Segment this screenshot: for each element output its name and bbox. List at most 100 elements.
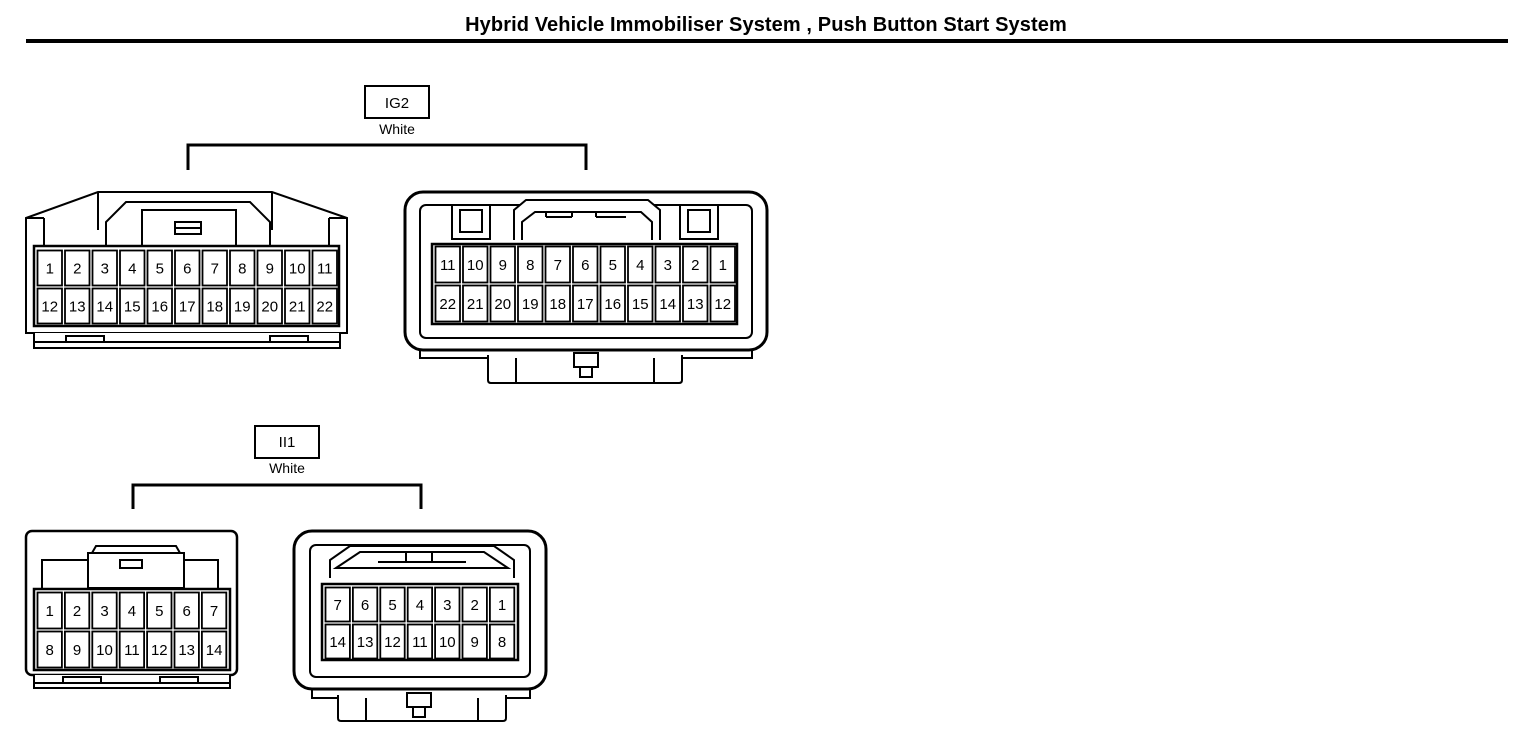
connector-ig2-left-pin-label: 21 xyxy=(289,299,306,316)
connector-ii1-left-pin-cell xyxy=(173,591,200,630)
connector-ig2-right-pin-label: 18 xyxy=(549,296,566,313)
connector-ii1-left-pin-cell xyxy=(200,591,228,630)
connector-ii1-left-pin-cell xyxy=(200,630,228,669)
connector-ig2-right-pin-cell xyxy=(517,245,544,284)
connector-ii1-right-pin-label: 10 xyxy=(439,634,456,651)
connector-ig2-left-pin-label: 11 xyxy=(317,261,333,278)
connector-ii1-left-pin-cell xyxy=(118,630,145,669)
connector-ii1-left-pin-label: 12 xyxy=(151,642,168,659)
connector-ii1-right-pin-label: 1 xyxy=(498,597,506,614)
connector-ii1-left-pin-cell xyxy=(91,630,118,669)
connector-ii1-left-pin-cell xyxy=(146,591,173,630)
connector-ii1-bracket xyxy=(131,483,423,509)
connector-ii1-left-pin-label: 2 xyxy=(73,603,81,620)
connector-ig2-left-pin-cell xyxy=(36,249,63,287)
connector-ii1-left-pin-cell xyxy=(118,591,145,630)
connector-ig2-left-pin-cell xyxy=(256,249,283,287)
connector-ig2-left-pin-cell xyxy=(119,287,146,325)
connector-ii1-color: White xyxy=(269,460,305,476)
connector-ig2-right-pin-cell xyxy=(434,245,461,284)
connector-ii1-right-pin-label: 3 xyxy=(443,597,451,614)
connector-ig2-left-pin-cell xyxy=(64,249,91,287)
connector-ii1-right-pin-cell xyxy=(434,623,461,660)
connector-ii1-right-pin-cell xyxy=(434,586,461,623)
connector-ii1-right-pin-cell xyxy=(461,586,488,623)
connector-ig2-right-pin-cell xyxy=(462,284,489,323)
connector-ig2-left-pin-label: 19 xyxy=(234,299,251,316)
connector-ig2-right-pin-cell xyxy=(572,284,599,323)
connector-ig2-color: White xyxy=(379,121,415,137)
connector-ii1-left-pin-cell xyxy=(64,591,91,630)
connector-ig2-left-pin-label: 22 xyxy=(316,299,333,316)
connector-ig2-left-pin-cell xyxy=(311,287,338,325)
connector-ig2-right-pin-label: 5 xyxy=(609,257,617,274)
connector-ii1-right-pin-label: 13 xyxy=(357,634,374,651)
connector-ii1-left-pin-cell xyxy=(91,591,118,630)
connector-ig2-left-pin-label: 9 xyxy=(266,261,274,278)
connector-ii1-left-pin-label: 6 xyxy=(183,603,191,620)
connector-ii1-right-pin-cell xyxy=(406,586,434,623)
connector-ig2-right-pin-label: 17 xyxy=(577,296,594,313)
connector-ig2-right-pin-label: 3 xyxy=(664,257,672,274)
connector-ig2-right-pin-cell xyxy=(462,245,489,284)
connector-ig2-right-pin-cell xyxy=(544,284,571,323)
connector-ii1-left-pin-label: 13 xyxy=(178,642,195,659)
connector-ii1-right-pin-label: 2 xyxy=(471,597,479,614)
connector-ig2-left-pin-cell xyxy=(256,287,283,325)
connector-ig2-label-box xyxy=(364,85,430,119)
title-rule xyxy=(26,39,1508,43)
connector-ii1-right-pin-cell xyxy=(488,586,516,623)
connector-ig2-right-pin-label: 22 xyxy=(439,296,456,313)
connector-ig2-left-pin-cell xyxy=(91,249,118,287)
connector-ii1-right-pin-label: 14 xyxy=(329,634,346,651)
connector-ii1-left-pin-label: 3 xyxy=(100,603,108,620)
connector-ii1-right-pin-cell xyxy=(379,623,406,660)
connector-ig2-right-pin-cell xyxy=(709,245,736,284)
connector-ig2-bracket xyxy=(186,143,588,170)
connector-ig2-right-pin-label: 10 xyxy=(467,257,484,274)
connector-ig2-left-pin-label: 10 xyxy=(289,261,306,278)
connector-ii1-right-pin-label: 12 xyxy=(384,634,401,651)
connector-ig2-right-pin-cell xyxy=(654,245,681,284)
connector-ig2-right-pin-cell xyxy=(599,245,626,284)
connector-ig2-right-pin-cell xyxy=(599,284,626,323)
connector-ig2-right-pin-label: 21 xyxy=(467,296,484,313)
connector-ii1-right-pin-label: 5 xyxy=(388,597,396,614)
connector-ig2-right-pin-cell xyxy=(682,245,709,284)
connector-ii1-left-pin-label: 9 xyxy=(73,642,81,659)
connector-ig2-right-pin-cell xyxy=(489,245,516,284)
connector-ig2-left-pin-label: 3 xyxy=(101,261,109,278)
connector-ig2-right-pin-label: 20 xyxy=(494,296,511,313)
connector-ig2-right-pin-label: 4 xyxy=(636,257,644,274)
connector-ig2-left-pin-label: 7 xyxy=(211,261,219,278)
connector-ii1-label-box xyxy=(254,425,320,459)
connector-ii1-left-pin-cell xyxy=(36,630,63,669)
connector-ig2-right-pin-label: 13 xyxy=(687,296,704,313)
connector-ig2-left-pin-label: 18 xyxy=(206,299,223,316)
connector-ig2-left-pin-cell xyxy=(284,287,311,325)
connector-ii1-left-pin-cell xyxy=(36,591,63,630)
connector-ig2-left-pin-cell xyxy=(201,249,228,287)
connector-ig2-right-pin-label: 16 xyxy=(604,296,621,313)
connector-ig2-right-pin-label: 9 xyxy=(499,257,507,274)
connector-ig2-left-pin-label: 5 xyxy=(156,261,164,278)
connector-ii1-left-pin-label: 1 xyxy=(46,603,54,620)
connector-ii1-right-pin-label: 9 xyxy=(471,634,479,651)
connector-ii1-right-pin-cell xyxy=(406,623,434,660)
page-title: Hybrid Vehicle Immobiliser System , Push… xyxy=(465,14,1067,36)
connector-ii1-right-pin-cell xyxy=(351,623,379,660)
connector-ig2-right-pin-cell xyxy=(709,284,736,323)
connector-ig2-left-pin-cell xyxy=(36,287,63,325)
connector-ig2-right-pin-cell xyxy=(434,284,461,323)
connector-ii1-code: II1 xyxy=(279,434,296,451)
connector-ig2-right-pin-cell xyxy=(572,245,599,284)
connector-ii1-right-pin-cell xyxy=(488,623,516,660)
connector-ig2-left-pin-label: 15 xyxy=(124,299,141,316)
connector-ii1-left-pin-label: 5 xyxy=(155,603,163,620)
connector-ig2-right-pin-label: 14 xyxy=(659,296,676,313)
